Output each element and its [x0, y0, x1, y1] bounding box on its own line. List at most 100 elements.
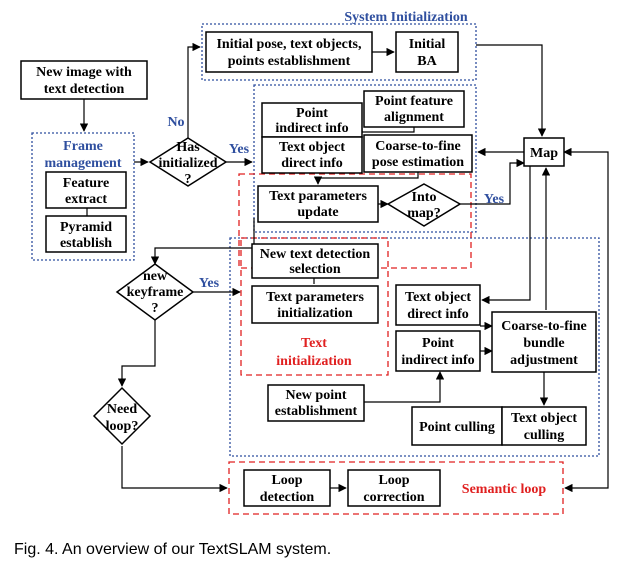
node-text-parameters-initialization: Text parameters initialization: [251, 285, 379, 324]
need-loop-line-1: Need: [107, 402, 138, 417]
edge-label-yes-into-map: Yes: [484, 192, 505, 207]
point-feature-alignment-line-2: alignment: [384, 110, 444, 125]
node-new-text-detection-selection: New text detection selection: [251, 243, 379, 279]
system-initialization-label: System Initialization: [344, 10, 467, 25]
system-initialization-group: [201, 23, 477, 81]
has-initialized-line-3: ?: [185, 172, 192, 187]
loop-correction-line-1: Loop: [378, 473, 409, 488]
text-object-direct-info-line-1: Text object: [279, 140, 345, 155]
new-text-detection-selection-line-1: New text detection: [260, 247, 371, 262]
map-label: Map: [530, 146, 558, 161]
text-object-direct-info-line-2: direct info: [281, 156, 343, 171]
point-indirect-info-line-1: Point: [296, 106, 328, 121]
new-point-establishment-line-2: establishment: [275, 404, 358, 419]
edge-need-loop-to-loop-detection: [121, 446, 228, 493]
node-feature-extract: Feature extract: [45, 171, 127, 209]
node-point-culling: Point culling: [411, 406, 503, 446]
node-text-object-direct-info: Text object direct info: [261, 136, 363, 174]
edge-label-yes-keyframe: Yes: [199, 276, 220, 291]
edge-text-update-to-new-keyframe: [150, 218, 255, 265]
edge-label-no: No: [167, 115, 184, 130]
coarse-to-fine-bundle-line-2: bundle: [523, 336, 564, 351]
edge-map-to-text-object: [481, 166, 531, 305]
coarse-to-fine-pose-line-2: pose estimation: [372, 155, 464, 170]
text-initialization-group: [240, 237, 389, 376]
decision-need-loop: Need loop?: [92, 386, 152, 446]
new-keyframe-line-3: ?: [152, 301, 159, 316]
has-initialized-line-2: initialized: [158, 156, 217, 171]
point-indirect-info-2-line-1: Point: [422, 336, 454, 351]
frame-management-label-1: Frame: [63, 139, 103, 154]
frame-management-group: [31, 132, 135, 261]
node-point-indirect-info: Point indirect info: [261, 102, 363, 138]
initial-ba-line-1: Initial: [409, 37, 446, 52]
initial-pose-line-1: Initial pose, text objects,: [216, 37, 361, 52]
node-initial-ba: Initial BA: [395, 31, 459, 73]
text-parameters-update-line-1: Text parameters: [269, 189, 367, 204]
edge-feature-alignment-to-point-info: [362, 127, 415, 133]
pyramid-establish-line-1: Pyramid: [60, 220, 112, 235]
feature-extract-line-1: Feature: [63, 176, 109, 191]
decision-new-keyframe: new keyframe ?: [115, 263, 195, 321]
new-text-detection-selection-line-2: selection: [289, 262, 341, 277]
coarse-to-fine-pose-line-1: Coarse-to-fine: [375, 139, 461, 154]
node-text-object-culling: Text object culling: [501, 406, 587, 446]
node-loop-detection: Loop detection: [243, 469, 331, 507]
text-initialization-label-2: initialization: [276, 354, 352, 369]
feature-extract-line-2: extract: [65, 192, 107, 207]
new-image-line-2: text detection: [44, 82, 125, 97]
point-culling-label: Point culling: [419, 420, 495, 435]
initial-pose-line-2: points establishment: [228, 54, 351, 69]
new-keyframe-line-1: new: [143, 269, 168, 284]
pyramid-establish-line-2: establish: [60, 236, 112, 251]
edge-label-yes-initialized: Yes: [229, 142, 250, 157]
figure-caption: Fig. 4. An overview of our TextSLAM syst…: [14, 541, 332, 558]
into-map-line-1: Into: [412, 190, 437, 205]
new-image-line-1: New image with: [36, 65, 132, 80]
coarse-to-fine-bundle-line-3: adjustment: [510, 353, 578, 368]
node-coarse-to-fine-bundle: Coarse-to-fine bundle adjustment: [491, 311, 597, 373]
point-indirect-info-2-line-2: indirect info: [401, 353, 474, 368]
text-parameters-initialization-line-1: Text parameters: [266, 290, 364, 305]
semantic-loop-label: Semantic loop: [462, 482, 547, 497]
edges: [79, 42, 609, 493]
coarse-to-fine-bundle-line-1: Coarse-to-fine: [501, 319, 587, 334]
initial-ba-line-2: BA: [417, 54, 437, 69]
decision-into-map: Into map?: [386, 183, 462, 227]
decision-has-initialized: Has initialized ?: [148, 137, 228, 187]
into-map-line-2: map?: [407, 206, 440, 221]
point-feature-alignment-line-1: Point feature: [375, 94, 453, 109]
node-new-image: New image with text detection: [20, 60, 148, 100]
edge-new-point-to-point-info: [364, 371, 445, 403]
edge-into-map-yes-to-map: [460, 158, 525, 205]
mapping-group: [229, 237, 600, 457]
new-keyframe-line-2: keyframe: [127, 285, 184, 300]
loop-detection-line-2: detection: [260, 490, 315, 505]
semantic-loop-group: [228, 461, 564, 515]
loop-detection-line-1: Loop: [271, 473, 302, 488]
has-initialized-line-1: Has: [176, 140, 200, 155]
text-initialization-label-1: Text: [301, 336, 327, 351]
edge-has-initialized-no: [187, 42, 201, 139]
edge-system-init-to-map: [476, 44, 547, 137]
loop-correction-line-2: correction: [363, 490, 424, 505]
node-point-indirect-info-2: Point indirect info: [395, 330, 481, 372]
node-pyramid-establish: Pyramid establish: [45, 215, 127, 253]
node-map: Map: [523, 137, 565, 167]
node-text-object-direct-info-2: Text object direct info: [395, 284, 481, 326]
point-indirect-info-line-2: indirect info: [275, 121, 348, 136]
node-loop-correction: Loop correction: [347, 469, 441, 507]
node-point-feature-alignment: Point feature alignment: [363, 90, 465, 128]
new-point-establishment-line-1: New point: [285, 388, 346, 403]
tracking-group: [253, 84, 477, 233]
edge-coarse-to-text-update: [313, 172, 419, 185]
text-object-culling-line-1: Text object: [511, 411, 577, 426]
node-new-point-establishment: New point establishment: [267, 384, 365, 422]
text-object-direct-info-2-line-1: Text object: [405, 290, 471, 305]
edge-map-to-semantic-loop: [563, 147, 609, 493]
need-loop-line-2: loop?: [106, 419, 139, 434]
node-text-parameters-update: Text parameters update: [257, 185, 379, 223]
edge-keyframe-to-need-loop: [117, 320, 156, 387]
text-parameters-update-line-2: update: [297, 205, 338, 220]
